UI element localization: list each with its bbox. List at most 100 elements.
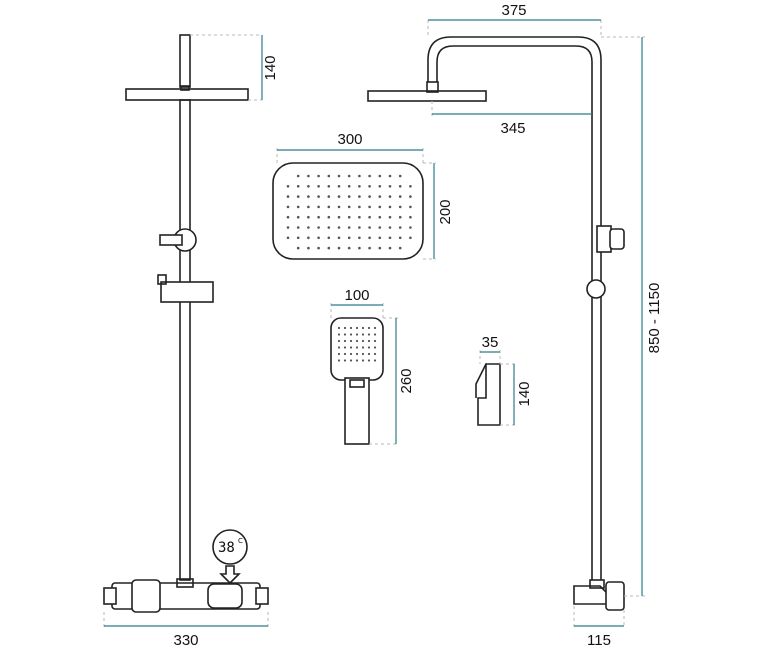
thermostat-badge <box>212 529 248 565</box>
hand-nozzle-dot <box>349 352 353 356</box>
nozzle-dot <box>286 215 290 219</box>
hand-shower-button <box>349 379 365 388</box>
nozzle-dot <box>317 246 320 250</box>
nozzle-dot <box>337 185 341 188</box>
slide-clip <box>157 274 167 285</box>
hand-nozzle-dot <box>337 346 341 349</box>
nozzle-dot <box>347 215 351 219</box>
nozzle-dot <box>347 205 351 209</box>
wall-bracket-side <box>605 581 625 611</box>
hand-nozzle-dot <box>361 359 365 362</box>
nozzle-dot <box>368 215 371 219</box>
nozzle-dot <box>368 174 371 178</box>
hand-nozzle-dot <box>373 326 377 330</box>
nozzle-dot <box>307 226 310 229</box>
nozzle-dot <box>368 226 371 229</box>
nozzle-dot <box>317 236 320 240</box>
nozzle-dot <box>358 236 361 240</box>
nozzle-dot <box>358 174 361 178</box>
wall-holder <box>475 363 501 426</box>
dim-label-hand-length: 260 <box>398 368 415 393</box>
nozzle-dot <box>398 246 402 250</box>
slide-holder-side <box>586 279 606 299</box>
nozzle-dot <box>388 174 392 178</box>
dim-label-holder-width: 35 <box>482 334 499 351</box>
nozzle-dot <box>378 226 382 229</box>
hand-nozzle-dot <box>367 333 371 336</box>
nozzle-dot <box>368 185 371 188</box>
side-view-shower-column <box>367 36 625 611</box>
nozzle-dot <box>347 246 351 250</box>
rain-head-plate <box>272 162 424 260</box>
nozzle-dot <box>388 185 392 188</box>
hand-nozzle-dot <box>355 346 359 349</box>
thermostat-temperature: 38 <box>218 540 235 556</box>
nozzle-dot <box>358 215 361 219</box>
hand-nozzle-dot <box>337 352 341 356</box>
diverter-knob-side <box>609 228 625 250</box>
nozzle-dot <box>388 236 392 240</box>
thermostat-arrow-icon <box>219 565 241 585</box>
wall-holder-dimensions: 35 140 <box>479 334 533 426</box>
nozzle-dot <box>347 185 351 188</box>
dim-label-arm-length: 345 <box>500 120 525 137</box>
nozzle-dot <box>368 195 371 198</box>
nozzle-dot <box>286 226 290 229</box>
nozzle-dot <box>337 195 341 198</box>
nozzle-dot <box>388 205 392 209</box>
nozzle-dot <box>358 195 361 198</box>
hand-shower <box>330 317 384 445</box>
nozzle-dot <box>378 236 382 240</box>
nozzle-dot <box>317 195 320 198</box>
nozzle-dot <box>398 205 402 209</box>
hand-nozzle-dot <box>367 359 371 362</box>
nozzle-dot <box>286 195 290 198</box>
nozzle-dot <box>368 236 371 240</box>
nozzle-dot <box>358 185 361 188</box>
hand-nozzle-dot <box>349 339 353 343</box>
rain-head-nozzle-grid <box>286 174 412 250</box>
nozzle-dot <box>347 226 351 229</box>
nozzle-dot <box>307 215 310 219</box>
front-view-shower-column: 38 C <box>103 34 269 613</box>
front-view-dimensions: 140 330 <box>103 34 279 649</box>
nozzle-dot <box>286 185 290 188</box>
nozzle-dot <box>327 205 331 209</box>
mixer-left-handle <box>131 579 161 613</box>
nozzle-dot <box>327 226 331 229</box>
shower-arm-inner <box>436 45 593 580</box>
nozzle-dot <box>317 215 320 219</box>
thermostat-unit: C <box>238 537 243 545</box>
slide-holder <box>160 281 214 303</box>
nozzle-dot <box>307 246 310 250</box>
nozzle-dot <box>317 174 320 178</box>
nozzle-dot <box>307 195 310 198</box>
nozzle-dot <box>307 174 310 178</box>
hand-nozzle-dot <box>337 339 341 343</box>
nozzle-dot <box>337 246 341 250</box>
hand-nozzle-dot <box>355 326 359 330</box>
nozzle-dot <box>409 185 412 188</box>
hand-nozzle-dot <box>337 333 341 336</box>
nozzle-dot <box>388 215 392 219</box>
nozzle-dot <box>296 195 300 198</box>
nozzle-dot <box>337 226 341 229</box>
nozzle-dot <box>296 205 300 209</box>
nozzle-dot <box>347 236 351 240</box>
nozzle-dot <box>398 174 402 178</box>
nozzle-dot <box>337 236 341 240</box>
hand-nozzle-dot <box>361 333 365 336</box>
nozzle-dot <box>398 215 402 219</box>
hand-shower-dimensions: 100 260 <box>330 287 415 445</box>
nozzle-dot <box>347 174 351 178</box>
diverter-lever <box>159 234 183 246</box>
nozzle-dot <box>378 246 382 250</box>
nozzle-dot <box>296 246 300 250</box>
nozzle-dot <box>378 195 382 198</box>
pole-base-side <box>589 579 605 589</box>
wall-holder-hook <box>475 363 487 398</box>
hand-nozzle-dot <box>355 333 359 336</box>
hand-nozzle-dot <box>337 326 341 330</box>
top-connector <box>179 34 191 88</box>
